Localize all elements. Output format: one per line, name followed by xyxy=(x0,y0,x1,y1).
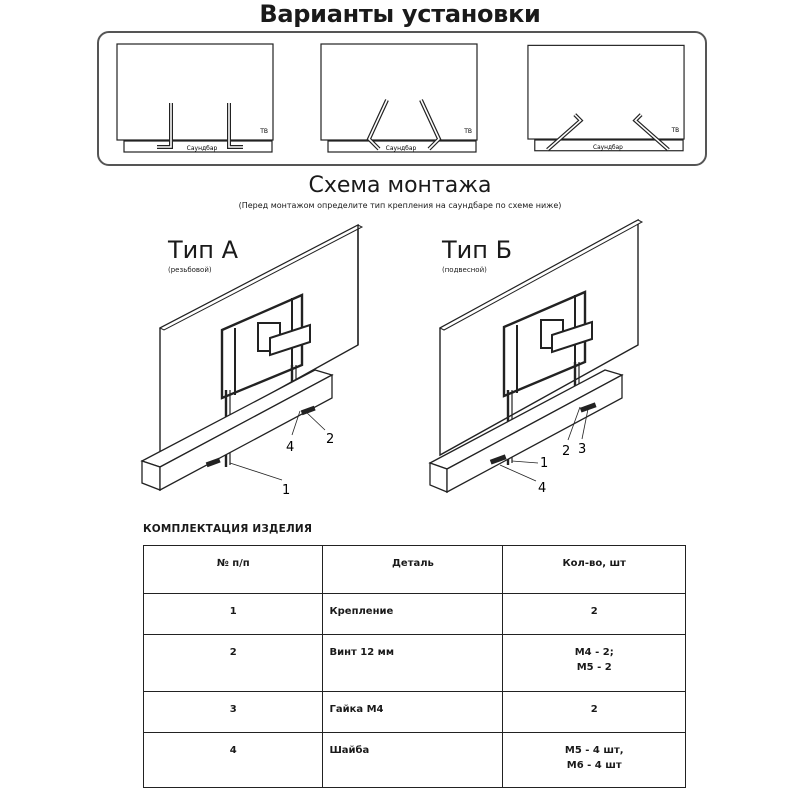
table-row: 3 Гайка М4 2 xyxy=(142,691,686,733)
type-a-illustration: 1 2 4 xyxy=(140,223,364,498)
header-number: № п/п xyxy=(142,545,324,594)
row-part: Гайка М4 xyxy=(329,704,384,715)
type-a-sublabel: (резьбовой) xyxy=(168,266,212,274)
schema-title: Схема монтажа xyxy=(308,173,492,198)
type-b-sublabel: (подвесной) xyxy=(442,266,487,274)
type-b-label: Тип Б xyxy=(442,236,513,264)
type-a-label: Тип А xyxy=(168,236,238,264)
row-number: 4 xyxy=(229,745,237,756)
row-qty: 2 xyxy=(590,704,598,715)
header-part: Деталь xyxy=(322,545,504,594)
row-qty: М5 - 4 шт,М6 - 4 шт xyxy=(564,745,624,771)
callout-1: 1 xyxy=(282,483,290,498)
soundbar-label: Саундбар xyxy=(386,145,417,152)
callout-3: 3 xyxy=(578,442,586,457)
header-qty: Кол-во, шт xyxy=(502,545,686,594)
row-qty: М4 - 2;М5 - 2 xyxy=(574,647,614,673)
variant-diagonal-brackets: ТВ Саундбар xyxy=(527,44,685,152)
row-number: 3 xyxy=(229,704,237,715)
row-part: Винт 12 мм xyxy=(329,647,395,658)
tv-label: ТВ xyxy=(671,128,680,134)
installation-variants-panel xyxy=(97,31,707,166)
page-title: Варианты установки xyxy=(259,0,541,28)
tv-label: ТВ xyxy=(463,128,472,135)
table-row: 1 Крепление 2 xyxy=(142,593,686,635)
kit-title: КОМПЛЕКТАЦИЯ ИЗДЕЛИЯ xyxy=(143,523,313,535)
type-b-illustration: 1 2 3 4 xyxy=(428,218,644,496)
table-row: 4 Шайба М5 - 4 шт,М6 - 4 шт xyxy=(142,732,686,788)
variant-straight-brackets: ТВ Саундбар xyxy=(116,43,274,153)
row-qty: 2 xyxy=(590,606,598,617)
callout-4: 4 xyxy=(538,481,546,496)
row-part: Шайба xyxy=(329,745,370,756)
callout-2: 2 xyxy=(326,432,334,447)
table-header-row: № п/п Деталь Кол-во, шт xyxy=(142,545,686,594)
variant-angled-brackets: ТВ Саундбар xyxy=(320,43,478,153)
tv-label: ТВ xyxy=(259,128,268,135)
callout-1: 1 xyxy=(540,456,548,471)
soundbar-label: Саундбар xyxy=(187,145,218,152)
row-part: Крепление xyxy=(329,606,394,617)
soundbar-label: Саундбар xyxy=(593,144,623,151)
row-number: 2 xyxy=(229,647,237,658)
callout-2: 2 xyxy=(562,444,570,459)
row-number: 1 xyxy=(229,606,237,617)
schema-subtitle: (Перед монтажом определите тип крепления… xyxy=(238,201,562,210)
table-row: 2 Винт 12 мм М4 - 2;М5 - 2 xyxy=(142,634,686,692)
callout-4: 4 xyxy=(286,440,294,455)
kit-table: № п/п Деталь Кол-во, шт 1 Крепление 2 2 … xyxy=(142,545,686,788)
